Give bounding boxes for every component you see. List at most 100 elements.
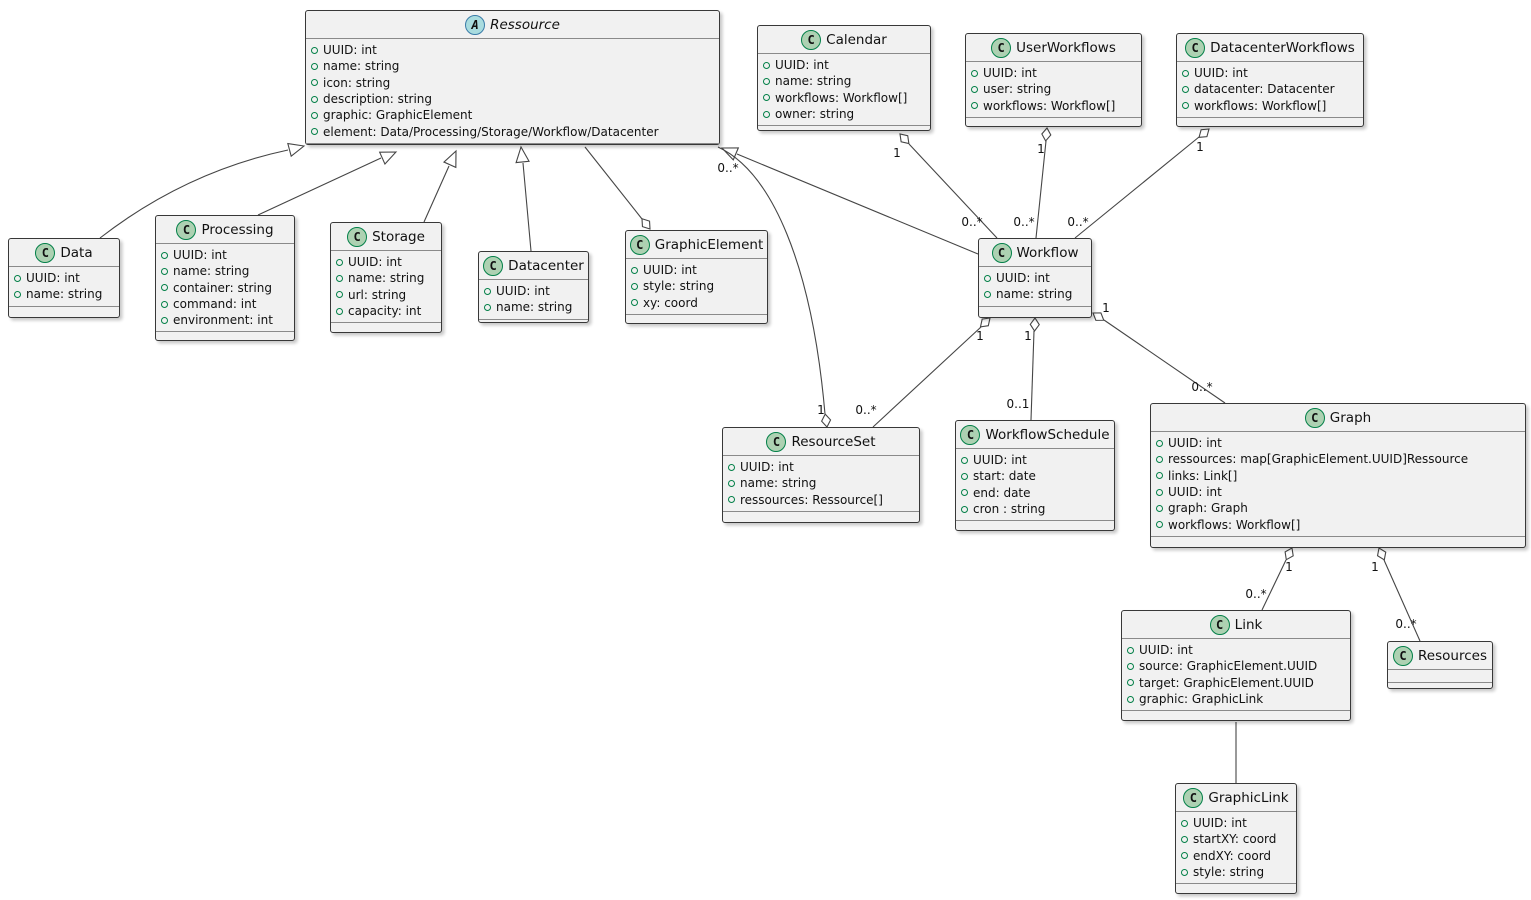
class-icon: C <box>35 242 56 263</box>
field-visibility-icon <box>631 299 638 307</box>
attribute-text: description: string <box>323 92 433 107</box>
methods-compartment <box>1176 883 1296 893</box>
attribute-text: UUID: int <box>26 271 80 286</box>
field-visibility-icon <box>336 307 343 315</box>
aggregation-diamond-icon <box>1092 312 1105 321</box>
field-visibility-icon <box>971 85 978 93</box>
attribute-text: element: Data/Processing/Storage/Workflo… <box>323 124 659 139</box>
aggregation-diamond-icon <box>979 317 991 328</box>
attribute-text: name: string <box>740 476 817 491</box>
attribute-text: graphic: GraphicElement <box>323 108 473 123</box>
class-name: WorkflowSchedule <box>985 426 1110 443</box>
field-visibility-icon <box>161 316 168 324</box>
aggregation-diamond-icon <box>1376 547 1387 561</box>
methods-compartment <box>1151 535 1525 547</box>
attribute-text: UUID: int <box>643 263 697 278</box>
field-visibility-icon <box>1156 504 1163 512</box>
attribute-text: links: Link[] <box>1168 468 1238 483</box>
edge-Datacenter-Ressource <box>522 162 532 252</box>
attribute-row: UUID: int <box>161 247 288 263</box>
class-icon: C <box>991 242 1012 263</box>
attribute-row: name: string <box>336 270 435 286</box>
attribute-row: links: Link[] <box>1156 468 1519 484</box>
attribute-row: UUID: int <box>1182 65 1357 81</box>
attribute-text: name: string <box>996 287 1073 302</box>
methods-compartment <box>758 125 930 132</box>
field-visibility-icon <box>728 479 735 487</box>
class-name: UserWorkflows <box>1016 39 1116 56</box>
class-name: Data <box>60 244 93 261</box>
attribute-text: datacenter: Datacenter <box>1194 82 1335 97</box>
attribute-row: UUID: int <box>14 270 113 286</box>
attribute-row: UUID: int <box>1181 815 1290 831</box>
attribute-text: name: string <box>323 59 400 74</box>
attribute-text: UUID: int <box>323 43 377 58</box>
multiplicity-label: 1 <box>893 146 901 160</box>
class-icon: C <box>766 431 787 452</box>
field-visibility-icon <box>336 258 343 266</box>
attribute-text: url: string <box>348 287 407 302</box>
multiplicity-label: 0..* <box>1067 215 1089 229</box>
attribute-text: name: string <box>496 300 573 315</box>
attribute-row: style: string <box>1181 864 1290 880</box>
methods-compartment <box>331 322 441 332</box>
field-visibility-icon <box>336 291 343 299</box>
field-visibility-icon <box>161 251 168 259</box>
field-visibility-icon <box>1182 69 1189 77</box>
attribute-row: UUID: int <box>971 65 1135 81</box>
attribute-row: graph: Graph <box>1156 500 1519 516</box>
attribute-text: environment: int <box>173 313 273 328</box>
field-visibility-icon <box>1156 439 1163 447</box>
multiplicity-label: 1 <box>976 329 984 343</box>
field-visibility-icon <box>336 274 343 282</box>
field-visibility-icon <box>961 456 968 464</box>
attribute-text: owner: string <box>775 107 855 122</box>
field-visibility-icon <box>311 79 318 87</box>
attribute-row: UUID: int <box>1156 435 1519 451</box>
attribute-row: source: GraphicElement.UUID <box>1127 658 1344 674</box>
methods-compartment <box>479 318 588 326</box>
field-visibility-icon <box>1127 646 1134 654</box>
class-icon: C <box>1183 787 1204 808</box>
attribute-text: name: string <box>173 264 250 279</box>
attribute-row: environment: int <box>161 312 288 328</box>
methods-compartment <box>723 510 919 522</box>
class-icon: C <box>991 37 1012 58</box>
class-name: Resources <box>1418 647 1487 664</box>
multiplicity-label: 0..* <box>1245 587 1267 601</box>
edge-Calendar-Workflow <box>908 143 998 239</box>
field-visibility-icon <box>1127 695 1134 703</box>
edge-Ressource-GraphicElement <box>584 146 643 220</box>
attribute-row: name: string <box>728 475 913 491</box>
field-visibility-icon <box>631 282 638 290</box>
class-icon: C <box>483 255 504 276</box>
attribute-text: UUID: int <box>348 255 402 270</box>
attribute-row: endXY: coord <box>1181 848 1290 864</box>
attribute-row: container: string <box>161 280 288 296</box>
edge-ResourceSet-Ressource <box>717 146 826 415</box>
attribute-row: name: string <box>763 73 924 89</box>
field-visibility-icon <box>763 110 770 118</box>
methods-compartment <box>1388 682 1492 689</box>
attribute-text: style: string <box>1193 865 1265 880</box>
generalization-arrow-icon <box>378 151 398 166</box>
multiplicity-label: 1 <box>1285 560 1293 574</box>
field-visibility-icon <box>1156 488 1163 496</box>
field-visibility-icon <box>984 290 991 298</box>
methods-compartment <box>1122 710 1350 720</box>
